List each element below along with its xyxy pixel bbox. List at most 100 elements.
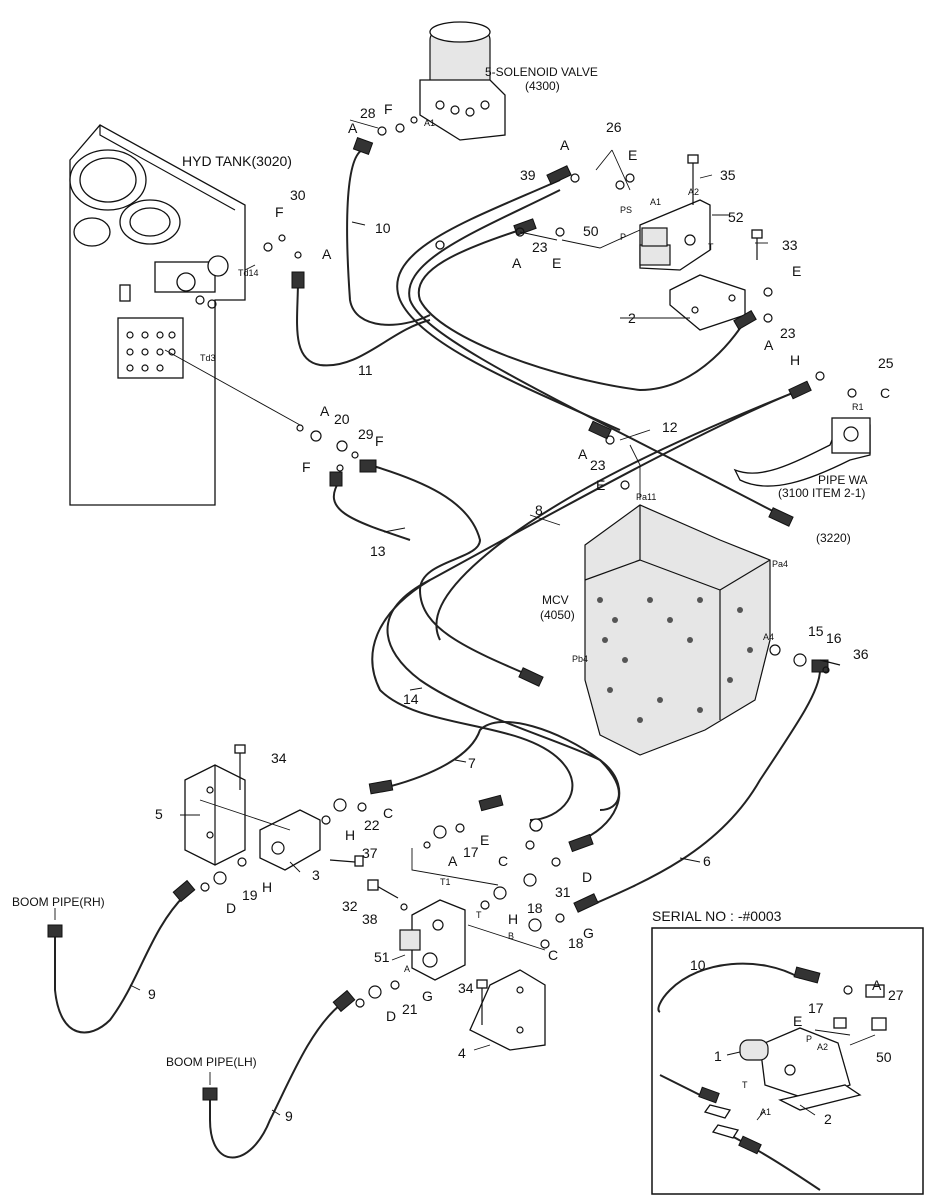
- callout-52: 52: [728, 209, 744, 225]
- bolts: [234, 154, 841, 1025]
- bracket-4: [469, 969, 546, 1051]
- callout-4: 4: [458, 1045, 466, 1061]
- callout-h-19: H: [262, 879, 272, 895]
- serial-inset: SERIAL NO : -#0003 10 A 27 17 E 1 50 2 P…: [651, 908, 924, 1195]
- callout-d-19: D: [226, 900, 236, 916]
- o-rings: [200, 116, 857, 1008]
- callout-14: 14: [403, 691, 419, 707]
- hoses: [54, 149, 821, 1159]
- callouts: 28 F A 26 A E 35 52 39 10 30 F A 23 A 50…: [12, 101, 894, 1124]
- callout-19: 19: [242, 887, 258, 903]
- serial-no-label: SERIAL NO : -#0003: [652, 908, 782, 924]
- callout-f-29: F: [375, 433, 384, 449]
- callout-32: 32: [342, 898, 358, 914]
- bracket-5: [184, 764, 246, 866]
- pipe-wa: R1 PIPE WA (3100 ITEM 2-1) (3220): [733, 402, 871, 545]
- inset-callout-10: 10: [690, 957, 706, 973]
- port-pa11-label: Pa11: [636, 492, 656, 502]
- hydraulic-tank: HYD TANK(3020) Td14 Td3: [69, 124, 292, 506]
- pipe-wa-label: PIPE WA: [818, 473, 868, 487]
- callout-21: 21: [402, 1001, 418, 1017]
- inset-callout-1: 1: [714, 1048, 722, 1064]
- callout-e-33: E: [792, 263, 801, 279]
- mcv-4050: MCV (4050) Pa11 Pa4 A4 Pb4: [540, 492, 788, 756]
- boom-pipe-lh-label: BOOM PIPE(LH): [166, 1055, 257, 1069]
- port-t-label: T: [708, 242, 714, 252]
- callout-29: 29: [358, 426, 374, 442]
- callout-7: 7: [468, 755, 476, 771]
- port-p-label: P: [620, 232, 626, 242]
- block-51: T1 T B A: [399, 877, 514, 981]
- callout-h-25: H: [790, 352, 800, 368]
- callout-a-23a: A: [512, 255, 522, 271]
- callout-h-mid: H: [345, 827, 355, 843]
- callout-22: 22: [364, 817, 380, 833]
- inset-port-t: T: [742, 1080, 748, 1090]
- callout-a-23b: A: [764, 337, 774, 353]
- callout-g-21: G: [422, 988, 433, 1004]
- inset-callout-a: A: [872, 977, 882, 993]
- callout-31: 31: [555, 884, 571, 900]
- callout-18a: 18: [527, 900, 543, 916]
- port-ps-label: PS: [620, 205, 632, 215]
- callout-2: 2: [628, 310, 636, 326]
- callout-e-23c: E: [596, 477, 605, 493]
- callout-30: 30: [290, 187, 306, 203]
- callout-33: 33: [782, 237, 798, 253]
- port-td3-label: Td3: [200, 353, 216, 363]
- solenoid-valve-label: 5-SOLENOID VALVE: [485, 65, 598, 79]
- inset-port-p: P: [806, 1034, 812, 1044]
- callout-8: 8: [535, 502, 543, 518]
- callout-a-top: A: [348, 120, 358, 136]
- inset-callout-27: 27: [888, 987, 904, 1003]
- port-td14-label: Td14: [238, 268, 259, 278]
- callout-3: 3: [312, 867, 320, 883]
- callout-34b: 34: [458, 980, 474, 996]
- callout-39: 39: [520, 167, 536, 183]
- inset-callout-50: 50: [876, 1049, 892, 1065]
- callout-13: 13: [370, 543, 386, 559]
- callout-c-25: C: [880, 385, 890, 401]
- port-a1b-label: A1: [650, 197, 661, 207]
- callout-17: 17: [463, 844, 479, 860]
- callout-34a: 34: [271, 750, 287, 766]
- inset-port-a2: A2: [817, 1042, 828, 1052]
- port-r1-label: R1: [852, 402, 864, 412]
- bracket-2: [669, 274, 746, 331]
- callout-5: 5: [155, 806, 163, 822]
- port-a-label: A: [404, 964, 410, 974]
- port-t2-label: T: [476, 910, 482, 920]
- callout-e-17: E: [480, 832, 489, 848]
- callout-a-20: A: [320, 403, 330, 419]
- boom-pipe-rh-label: BOOM PIPE(RH): [12, 895, 105, 909]
- port-pb4-label: Pb4: [572, 654, 588, 664]
- port-t1-label: T1: [440, 877, 451, 887]
- callout-d-21: D: [386, 1008, 396, 1024]
- callout-11: 11: [358, 362, 373, 378]
- callout-c-mid: C: [498, 853, 508, 869]
- port-a4-label: A4: [763, 632, 774, 642]
- inset-port-a1: A1: [760, 1107, 771, 1117]
- callout-12: 12: [662, 419, 678, 435]
- callout-25: 25: [878, 355, 894, 371]
- pipe-wa-code: (3100 ITEM 2-1): [778, 486, 865, 500]
- callout-e-26: E: [628, 147, 637, 163]
- callout-18b: 18: [568, 935, 584, 951]
- callout-6: 6: [703, 853, 711, 869]
- callout-c-22: C: [383, 805, 393, 821]
- leader-lines: [54, 119, 768, 1116]
- callout-23c: 23: [590, 457, 606, 473]
- callout-f-left: F: [302, 459, 311, 475]
- hyd-tank-label: HYD TANK(3020): [182, 153, 292, 169]
- callout-10: 10: [375, 220, 391, 236]
- inset-callout-17: 17: [808, 1000, 824, 1016]
- callout-9a: 9: [148, 986, 156, 1002]
- callout-37: 37: [362, 845, 378, 861]
- callout-h-18: H: [508, 911, 518, 927]
- port-a1-label: A1: [424, 118, 435, 128]
- callout-23b: 23: [780, 325, 796, 341]
- callout-35: 35: [720, 167, 736, 183]
- inset-callout-e: E: [793, 1013, 802, 1029]
- mcv-code: (4050): [540, 608, 575, 622]
